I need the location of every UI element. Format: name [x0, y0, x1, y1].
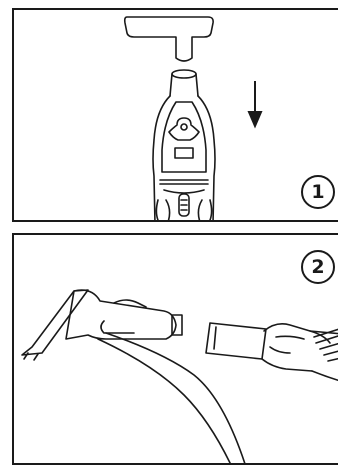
- step-1-panel: 1: [12, 8, 338, 222]
- attach-squeegee-illustration: [123, 16, 263, 220]
- step-number-badge: 1: [301, 175, 335, 209]
- down-arrow-icon: [247, 81, 263, 129]
- right-hand-icon: [261, 323, 331, 372]
- squeegee-head-icon: [123, 16, 214, 62]
- step-number-badge: 2: [301, 250, 335, 284]
- squeegee-blade-icon: [21, 289, 89, 356]
- insert-battery-illustration: [21, 289, 338, 463]
- vacuum-body-icon: [152, 95, 216, 220]
- step-2-panel: 2: [12, 233, 338, 465]
- left-hand-icon: [100, 299, 147, 334]
- vacuum-body-icon: [65, 289, 177, 340]
